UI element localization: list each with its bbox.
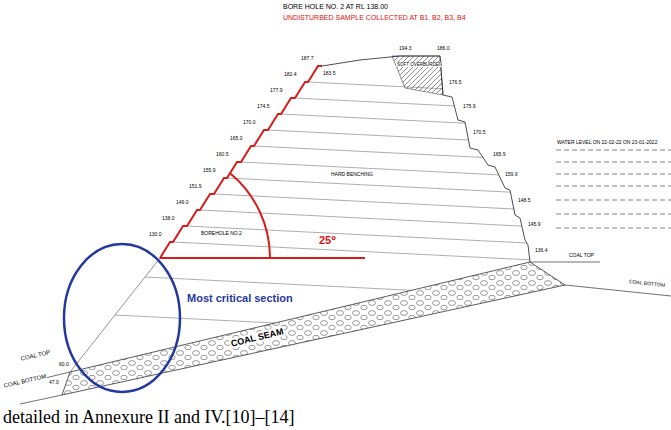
coal-bottom-line [20, 395, 62, 404]
elevation-value: 177.9 [269, 88, 284, 94]
pit-profile [322, 56, 530, 262]
elevation-value: 149.0 [175, 200, 190, 206]
body-text: detailed in Annexure II and IV.[10]–[14] [2, 407, 296, 427]
elevation-value: 47.0 [48, 380, 60, 386]
elevation-value: 138.0 [161, 216, 176, 222]
elevation-value: 165.9 [492, 152, 507, 158]
elevation-value: 174.5 [256, 104, 271, 110]
elevation-value: 151.9 [188, 184, 203, 190]
coal-bottom-label: COAL BOTTOM [2, 373, 48, 390]
coal-seam [62, 262, 565, 395]
critical-ellipse [64, 244, 180, 392]
elevation-value: 136.4 [534, 248, 549, 254]
elevation-value: 194.3 [398, 46, 413, 52]
coal-bottom-label: COAL BOTTOM [628, 279, 667, 289]
critical-section-label: Most critical section [186, 292, 294, 305]
elevation-value: 182.4 [283, 72, 298, 78]
overburden-zone [392, 56, 443, 95]
borehole-note: BORE HOLE NO. 2 AT RL 138.00 [282, 3, 389, 11]
water-level-lines [556, 150, 671, 228]
sample-note: UNDISTURBED SAMPLE COLLECTED AT B1, B2, … [282, 14, 467, 22]
overburden-label: SOFT OVERBURDEN [396, 62, 443, 67]
coal-top-line [530, 262, 600, 263]
borehole-label: BOREHOLE NO.2 [200, 231, 243, 237]
elevation-value: 155.9 [202, 168, 217, 174]
elevation-value: 145.9 [527, 222, 542, 228]
elevation-value: 148.5 [517, 198, 532, 204]
elevation-value: 159.9 [504, 172, 519, 178]
elevation-value: 165.0 [229, 136, 244, 142]
elevation-value: 170.5 [472, 130, 487, 136]
bench-note: HARD BENCHING [330, 172, 374, 178]
water-level-note: WATER LEVEL ON 22-02-22 ON 23-01-2022 [556, 140, 658, 146]
horizontal-reference [160, 257, 365, 259]
elevation-value: 160.5 [215, 152, 230, 158]
elevation-value: 183.5 [322, 71, 337, 77]
elevation-value: 187.7 [300, 56, 315, 62]
coal-top-label: COAL TOP [19, 349, 52, 363]
elevation-value: 176.5 [448, 80, 463, 86]
elevation-value: 60.0 [58, 362, 70, 368]
elevation-value: 175.9 [462, 104, 477, 110]
angle-arc [231, 174, 270, 258]
elevation-value: 130.0 [148, 232, 163, 238]
slope-profile [160, 66, 322, 258]
elevation-value: 186.0 [436, 46, 451, 52]
coal-top-label: COAL TOP [568, 253, 595, 259]
angle-label: 25⁰ [318, 234, 337, 247]
elevation-value: 170.0 [242, 120, 257, 126]
